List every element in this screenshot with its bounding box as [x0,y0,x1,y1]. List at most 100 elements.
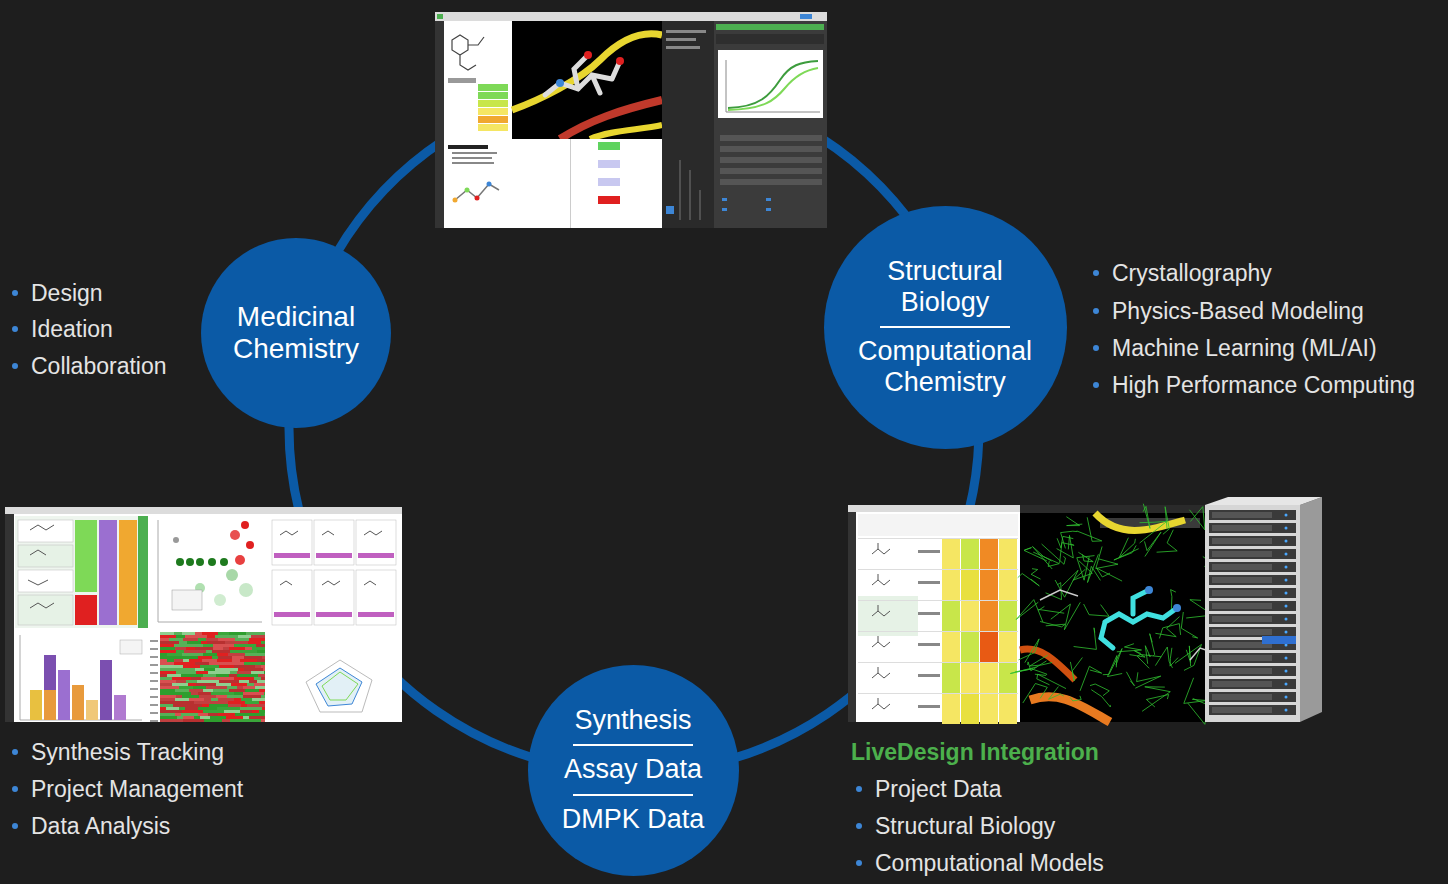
molecule-sketch [872,605,890,616]
screenshot-detail [274,612,310,617]
heatmap-cell [211,692,234,695]
heatmap-cell [264,692,265,695]
screenshot-detail [720,135,822,141]
table-color-cell [961,663,979,693]
density-mesh [1114,545,1139,560]
heatmap-cell [246,632,260,635]
screenshot-detail [235,555,245,565]
screenshot-detail [722,208,727,211]
bullet-item: Design [31,278,103,308]
heatmap-cell [238,635,251,638]
screenshot-detail [475,196,480,201]
heatmap-cell [183,719,204,722]
screenshot-detail [272,520,312,565]
heatmap-cell [245,647,252,650]
label-text: Computational Models [875,850,1104,876]
screenshot-detail [722,198,727,201]
table-color-cell [980,539,998,569]
screenshot-detail [314,520,354,565]
heatmap-cell [254,677,261,680]
server-light [1285,592,1288,595]
density-mesh [1038,606,1064,613]
screenshot-detail [173,537,179,543]
heatmap-cell [184,644,203,647]
heatmap-cell [238,668,244,671]
screenshot-detail [268,630,400,722]
screenshot-detail [28,525,54,608]
heatmap-cell [160,704,173,707]
table-color-cell [980,601,998,631]
heatmap-cell [234,698,241,701]
heatmap-cell [243,695,261,698]
heatmap-cell [252,698,265,701]
heatmap-cell [219,665,234,668]
server-light [1285,631,1288,634]
table-color-cell [942,539,960,569]
server-light [1285,514,1288,517]
density-mesh [1077,556,1095,581]
screenshot-detail [15,516,140,628]
server-light [1285,579,1288,582]
density-mesh [1142,687,1170,712]
heatmap-cell [173,704,193,707]
screenshot-detail [512,21,662,139]
text-block: DMPK Data [562,804,705,835]
heatmap-cell [160,695,176,698]
heatmap-cell [160,689,175,692]
screenshot-detail [72,685,84,720]
heatmap-cell [208,713,218,716]
density-mesh [1175,644,1202,670]
heatmap-cell [174,692,191,695]
bullet-dot [12,326,18,332]
screenshot-detail [848,505,1020,512]
heatmap-row-mark [150,720,158,722]
heatmap-cell [232,656,244,659]
server-light [1285,683,1288,686]
screenshot-detail [75,595,97,625]
heatmap-cell [263,668,265,671]
density-mesh [1066,517,1082,526]
heatmap-cell [234,692,243,695]
heatmap-cell [182,710,203,713]
table-text-mark [918,674,940,677]
heatmap-cell [225,641,248,644]
text-block: Assay Data [562,754,705,785]
heatmap-cell [261,662,265,665]
screenshot-detail [356,520,396,565]
bullet-item: Machine Learning (ML/AI) [1112,333,1377,363]
screenshot-detail [478,100,508,107]
server-slot-face [1212,590,1272,596]
heatmap-row-mark [150,664,158,666]
heatmap-cell [212,650,230,653]
heatmap-cell [191,677,201,680]
heatmap-cell [160,656,168,659]
screenshot-detail [220,558,228,566]
heatmap-cell [202,659,217,662]
heatmap-cell [194,701,208,704]
heatmap-cell [239,680,249,683]
label-text: Machine Learning (ML/AI) [1112,335,1377,361]
density-mesh [1096,547,1118,569]
heatmap-cell [253,668,263,671]
heatmap-cell [167,674,181,677]
heatmap-cell [224,710,240,713]
heatmap-cell [182,653,203,656]
table-color-cell [980,694,998,724]
bullet-item: Structural Biology [875,811,1055,841]
heatmap-cell [261,719,265,722]
screenshot-detail [30,690,42,720]
table-color-cell [999,632,1017,662]
screenshot-detail [316,668,362,706]
heatmap-cell [237,671,251,674]
heatmap-cell [261,641,265,644]
screenshot-detail [306,660,372,712]
screenshot-detail [5,514,14,722]
heatmap-cell [209,662,229,665]
bullet-item: Computational Models [875,848,1104,878]
screenshot-detail [274,553,310,558]
heatmap-cell [257,650,265,653]
screenshot-detail [1173,604,1181,612]
heatmap-cell [160,680,176,683]
screenshot-detail [100,660,112,720]
